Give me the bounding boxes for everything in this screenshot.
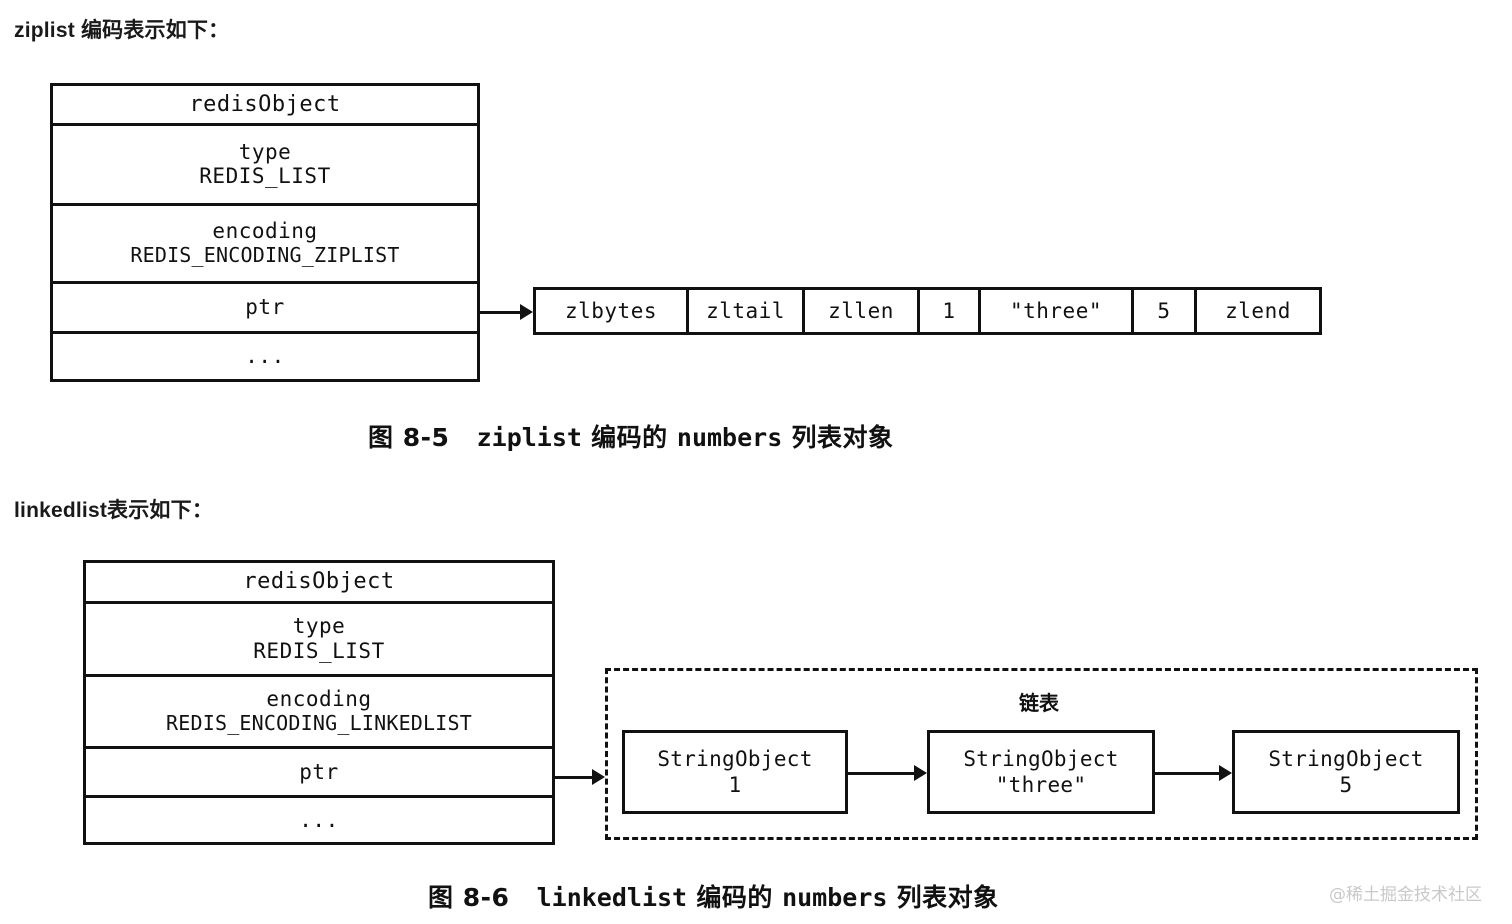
cell-text: redisObject — [189, 91, 341, 117]
cell-text: type — [292, 614, 346, 639]
caption-mid: 编码的 — [696, 883, 773, 912]
caption-suffix: 列表对象 — [791, 423, 894, 452]
cell-text: ... — [299, 807, 339, 832]
caption-suffix: 列表对象 — [896, 883, 999, 912]
string-object-node: StringObject 1 — [622, 730, 848, 814]
caption-encoding-name: ziplist — [476, 423, 582, 452]
table-row-ptr: ptr — [86, 749, 552, 798]
arrow-head-icon — [520, 304, 533, 320]
table-row: ... — [53, 334, 477, 379]
node-line1: StringObject — [657, 746, 813, 771]
node-link-arrow — [1155, 765, 1232, 781]
ziplist-cell: zlend — [1225, 299, 1291, 323]
cell-text: REDIS_ENCODING_ZIPLIST — [130, 242, 400, 267]
cell-text: encoding — [266, 687, 372, 712]
chain-label: 链表 — [1019, 691, 1059, 715]
string-object-node: StringObject "three" — [927, 730, 1155, 814]
redisobject-table-linkedlist: redisObject type REDIS_LIST encoding RED… — [83, 560, 555, 845]
table-row-ptr: ptr — [53, 284, 477, 334]
ziplist-cell: 1 — [920, 290, 981, 332]
cell-text: REDIS_LIST — [253, 638, 385, 663]
figure-caption-8-6: 图 8-6 linkedlist 编码的 numbers 列表对象 — [428, 878, 999, 914]
node-line2: 5 — [1339, 773, 1353, 797]
watermark: @稀土掘金技术社区 — [1329, 885, 1482, 905]
node-line1: StringObject — [963, 746, 1119, 771]
cell-text: encoding — [212, 219, 318, 244]
cell-text: ... — [245, 344, 285, 369]
cell-text: REDIS_LIST — [199, 164, 331, 189]
ziplist-section-heading: ziplist 编码表示如下： — [14, 19, 230, 42]
ziplist-cell: 5 — [1134, 290, 1197, 332]
ziplist-strip: zlbytes zltail zllen 1 "three" 5 zlend — [533, 287, 1322, 335]
linkedlist-section-heading: linkedlist表示如下： — [14, 499, 214, 522]
node-link-arrow — [848, 765, 927, 781]
table-row: redisObject — [86, 563, 552, 605]
cell-text: ptr — [299, 759, 339, 784]
cell-text: REDIS_ENCODING_LINKEDLIST — [165, 710, 473, 735]
table-row: encoding REDIS_ENCODING_ZIPLIST — [53, 206, 477, 284]
caption-key-name: numbers — [782, 883, 888, 912]
redisobject-table-ziplist: redisObject type REDIS_LIST encoding RED… — [50, 83, 480, 382]
ziplist-cell: "three" — [981, 290, 1134, 332]
cell-text: ptr — [245, 295, 285, 320]
caption-mid: 编码的 — [591, 423, 668, 452]
node-line2: "three" — [995, 773, 1087, 797]
table-row: type REDIS_LIST — [86, 604, 552, 677]
node-line1: StringObject — [1268, 746, 1424, 771]
arrow-head-icon — [914, 765, 927, 781]
node-line2: 1 — [728, 773, 742, 797]
caption-prefix: 图 8-5 — [368, 423, 450, 452]
string-object-node: StringObject 5 — [1232, 730, 1460, 814]
table-row: ... — [86, 798, 552, 842]
cell-text: redisObject — [243, 569, 395, 595]
ptr-to-linkedlist-arrow — [555, 769, 605, 785]
ziplist-cell: zlbytes — [536, 290, 689, 332]
table-row: encoding REDIS_ENCODING_LINKEDLIST — [86, 677, 552, 750]
arrow-head-icon — [1219, 765, 1232, 781]
ziplist-cell: zllen — [805, 290, 920, 332]
table-row: redisObject — [53, 86, 477, 127]
arrow-head-icon — [592, 769, 605, 785]
ziplist-cell: zltail — [689, 290, 805, 332]
caption-key-name: numbers — [676, 423, 783, 452]
table-row: type REDIS_LIST — [53, 126, 477, 206]
figure-caption-8-5: 图 8-5 ziplist 编码的 numbers 列表对象 — [368, 418, 894, 454]
cell-text: type — [238, 139, 292, 164]
caption-prefix: 图 8-6 — [428, 883, 510, 912]
ptr-to-ziplist-arrow — [480, 304, 533, 320]
caption-encoding-name: linkedlist — [536, 883, 688, 912]
